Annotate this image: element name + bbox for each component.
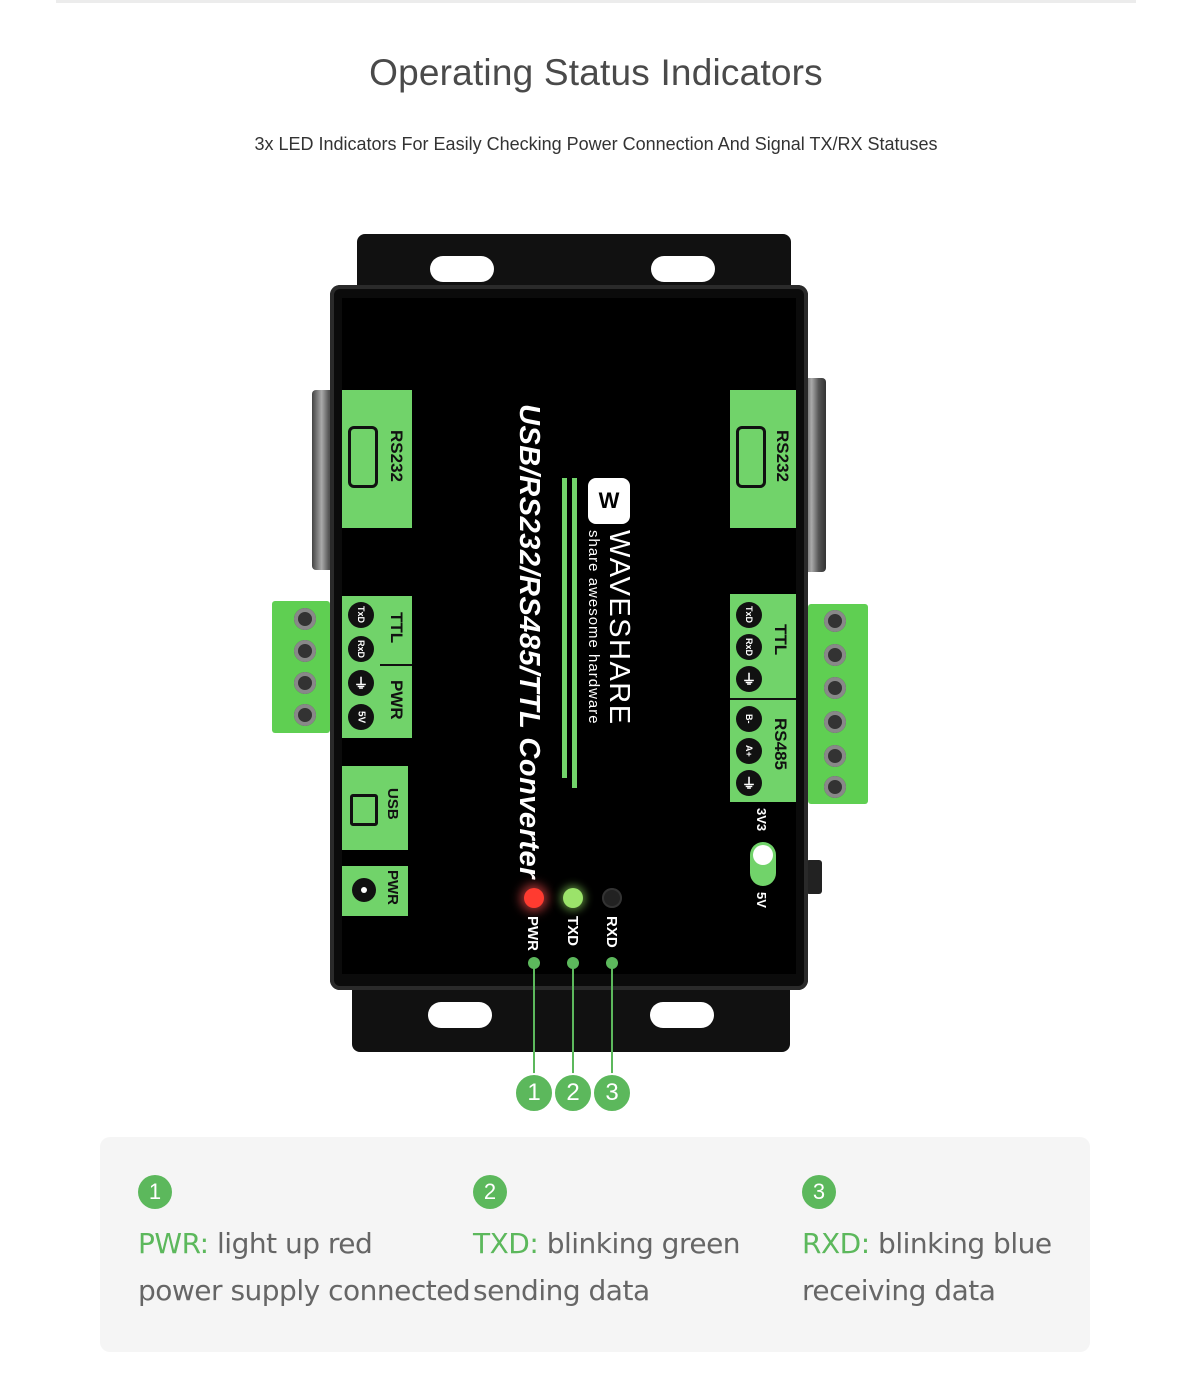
left-terminal-block: [272, 601, 330, 733]
db9-port-icon: [736, 426, 766, 488]
info-item-rxd: 3 RXD: blinking blue receiving data: [802, 1175, 1052, 1307]
usb-label-block: USB: [342, 766, 408, 850]
rxd-led: [602, 888, 622, 908]
terminal-screw: [824, 610, 846, 632]
txd-led: [563, 888, 583, 908]
info-state-line: TXD: blinking green: [473, 1227, 741, 1260]
a-plus-pin-icon: A+: [736, 738, 762, 764]
rxd-pin-icon: RxD: [348, 636, 374, 662]
leader-dot: [567, 957, 579, 969]
usb-b-port-icon: [350, 794, 378, 826]
mounting-slot: [430, 256, 494, 282]
switch-5v-label: 5V: [754, 892, 769, 908]
leader-line: [533, 964, 535, 1078]
info-meaning: sending data: [473, 1274, 650, 1307]
product-name: USB/RS232/RS485/TTL Converter: [513, 404, 545, 879]
brand-name: WAVESHARE: [603, 530, 635, 726]
info-state-line: RXD: blinking blue: [802, 1227, 1052, 1260]
right-ttl-label: TTL: [771, 624, 790, 656]
label-divider: [380, 664, 412, 666]
dc-jack-pin: [361, 887, 367, 893]
mounting-slot: [650, 1002, 714, 1028]
info-key: TXD:: [473, 1227, 539, 1260]
info-item-pwr: 1 PWR: light up red power supply connect…: [138, 1175, 471, 1307]
terminal-screw: [824, 677, 846, 699]
label-divider: [730, 698, 796, 700]
db9-port-icon: [348, 426, 378, 488]
mounting-slot: [428, 1002, 492, 1028]
left-pwr-label: PWR: [387, 680, 406, 720]
brand-slogan: share awesome hardware: [585, 530, 602, 725]
callout-1: 1: [514, 1073, 554, 1113]
info-number-badge: 1: [138, 1175, 172, 1209]
txd-pin-icon: TxD: [736, 602, 762, 628]
mounting-slot: [651, 256, 715, 282]
info-item-txd: 2 TXD: blinking green sending data: [473, 1175, 741, 1307]
leader-line: [572, 964, 574, 1078]
ground-pin-icon: ⏚: [348, 670, 374, 696]
ground-pin-icon: ⏚: [736, 666, 762, 692]
signal-arrow: [572, 478, 577, 788]
pwr-jack-label-block: PWR: [342, 866, 408, 916]
pwr-led: [524, 888, 544, 908]
info-state: blinking green: [546, 1227, 741, 1260]
switch-3v3-label: 3V3: [754, 808, 769, 832]
leader-dot: [528, 957, 540, 969]
terminal-screw: [824, 776, 846, 798]
info-meaning: receiving data: [802, 1274, 996, 1307]
info-number-badge: 3: [802, 1175, 836, 1209]
page-title: Operating Status Indicators: [369, 52, 823, 93]
right-terminal-block: [808, 604, 868, 804]
rxd-led-label: RXD: [603, 916, 620, 948]
right-rs232-label-block: RS232: [730, 390, 796, 528]
pwr-led-label: PWR: [524, 916, 541, 951]
txd-pin-icon: TxD: [348, 602, 374, 628]
rxd-pin-icon: RxD: [736, 634, 762, 660]
info-state-line: PWR: light up red: [138, 1227, 470, 1260]
pwr-jack-label: PWR: [384, 870, 401, 905]
left-ttl-label: TTL: [387, 612, 406, 644]
power-switch-lever: [806, 860, 822, 894]
terminal-screw: [824, 644, 846, 666]
right-rs232-label: RS232: [773, 430, 792, 482]
ground-pin-icon: ⏚: [736, 770, 762, 796]
rs485-label: RS485: [771, 718, 790, 770]
leader-line: [611, 964, 613, 1078]
b-minus-pin-icon: B-: [736, 706, 762, 732]
page-subtitle: 3x LED Indicators For Easily Checking Po…: [254, 134, 938, 154]
info-number-badge: 2: [473, 1175, 507, 1209]
callout-2: 2: [553, 1073, 593, 1113]
info-key: RXD:: [802, 1227, 870, 1260]
left-rs232-label: RS232: [387, 430, 406, 482]
signal-arrow: [562, 478, 567, 778]
left-ttl-pwr-label-block: TxD RxD ⏚ 5V TTL PWR: [342, 596, 412, 738]
waveshare-logo-icon: W: [588, 478, 630, 524]
txd-led-label: TXD: [564, 916, 581, 946]
terminal-screw: [294, 672, 316, 694]
info-meaning: power supply connected: [138, 1274, 471, 1307]
voltage-switch-knob: [753, 845, 773, 865]
voltage-switch: [750, 842, 776, 886]
5v-pin-icon: 5V: [348, 704, 374, 730]
right-ttl-rs485-label-block: TxD RxD ⏚ TTL B- A+ ⏚ RS485: [730, 594, 796, 802]
terminal-screw: [294, 640, 316, 662]
indicator-info-panel: [100, 1137, 1090, 1352]
usb-label: USB: [384, 788, 401, 820]
callout-3: 3: [592, 1073, 632, 1113]
terminal-screw: [294, 704, 316, 726]
converter-device-illustration: RS232 TxD RxD ⏚ 5V TTL PWR USB PWR RS232…: [272, 234, 868, 1113]
leader-dot: [606, 957, 618, 969]
terminal-screw: [294, 608, 316, 630]
info-state: blinking blue: [878, 1227, 1052, 1260]
info-state: light up red: [217, 1227, 373, 1260]
left-rs232-label-block: RS232: [342, 390, 412, 528]
device-front-panel: [342, 298, 796, 974]
info-key: PWR:: [138, 1227, 209, 1260]
top-divider: [56, 0, 1136, 3]
terminal-screw: [824, 745, 846, 767]
terminal-screw: [824, 711, 846, 733]
